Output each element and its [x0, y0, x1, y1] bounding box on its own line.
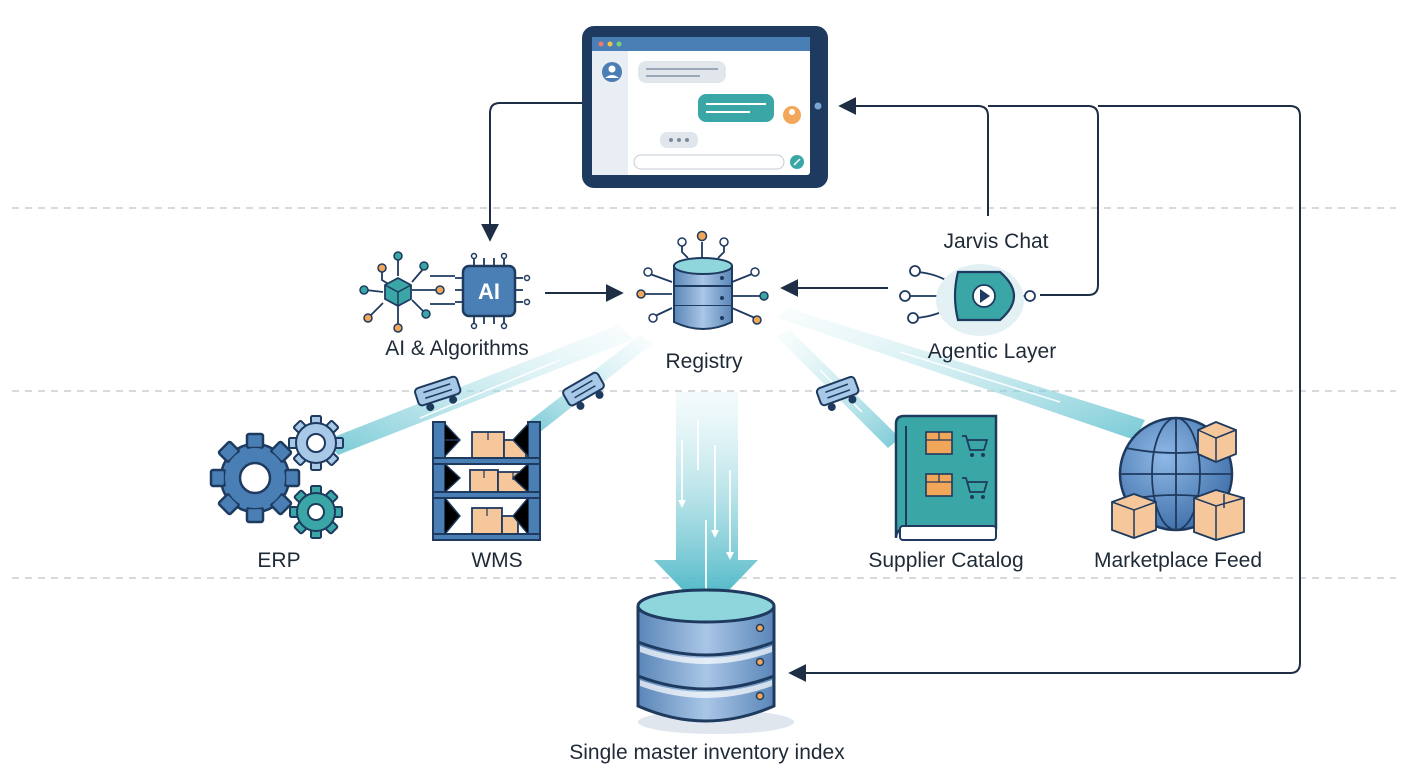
- ai-algorithms-label: AI & Algorithms: [385, 337, 529, 360]
- agent-play-icon: [899, 264, 1036, 336]
- tablet-to-ai-arrow: [481, 102, 582, 242]
- master-index-label: Single master inventory index: [569, 741, 845, 764]
- jarvis-to-tablet-line: [838, 97, 989, 216]
- ingest-arrow: [654, 392, 758, 614]
- erp-label: ERP: [257, 549, 301, 572]
- agentic-layer-label: Agentic Layer: [927, 340, 1057, 363]
- cart-icon-supplier: [815, 375, 860, 412]
- warehouse-shelves-icon: [432, 421, 541, 541]
- registry-label: Registry: [665, 350, 743, 373]
- registry-database-icon: [636, 230, 769, 330]
- wms-label: WMS: [471, 549, 523, 572]
- beam-to-erp: [326, 325, 634, 455]
- beam-to-marketplace: [778, 308, 1145, 440]
- cart-icon-wms: [562, 371, 605, 410]
- gears-icon: [209, 415, 344, 539]
- marketplace-feed-label: Marketplace Feed: [1093, 549, 1263, 572]
- tablet-chat-icon: [582, 26, 828, 188]
- supplier-catalog-label: Supplier Catalog: [868, 549, 1024, 572]
- ai-badge-text: AI: [478, 279, 500, 304]
- catalog-book-icon: [894, 414, 998, 541]
- database-stack-icon: [636, 588, 794, 734]
- agentic-to-tablet-line: [988, 105, 1099, 296]
- master-to-tablet-feedback-line: [788, 105, 1301, 682]
- connectors: [481, 97, 1301, 682]
- ai-chip-icon: AI: [359, 251, 531, 333]
- globe-boxes-icon: [1111, 416, 1245, 541]
- cart-icon-erp: [414, 375, 462, 412]
- jarvis-chat-label: Jarvis Chat: [943, 230, 1049, 253]
